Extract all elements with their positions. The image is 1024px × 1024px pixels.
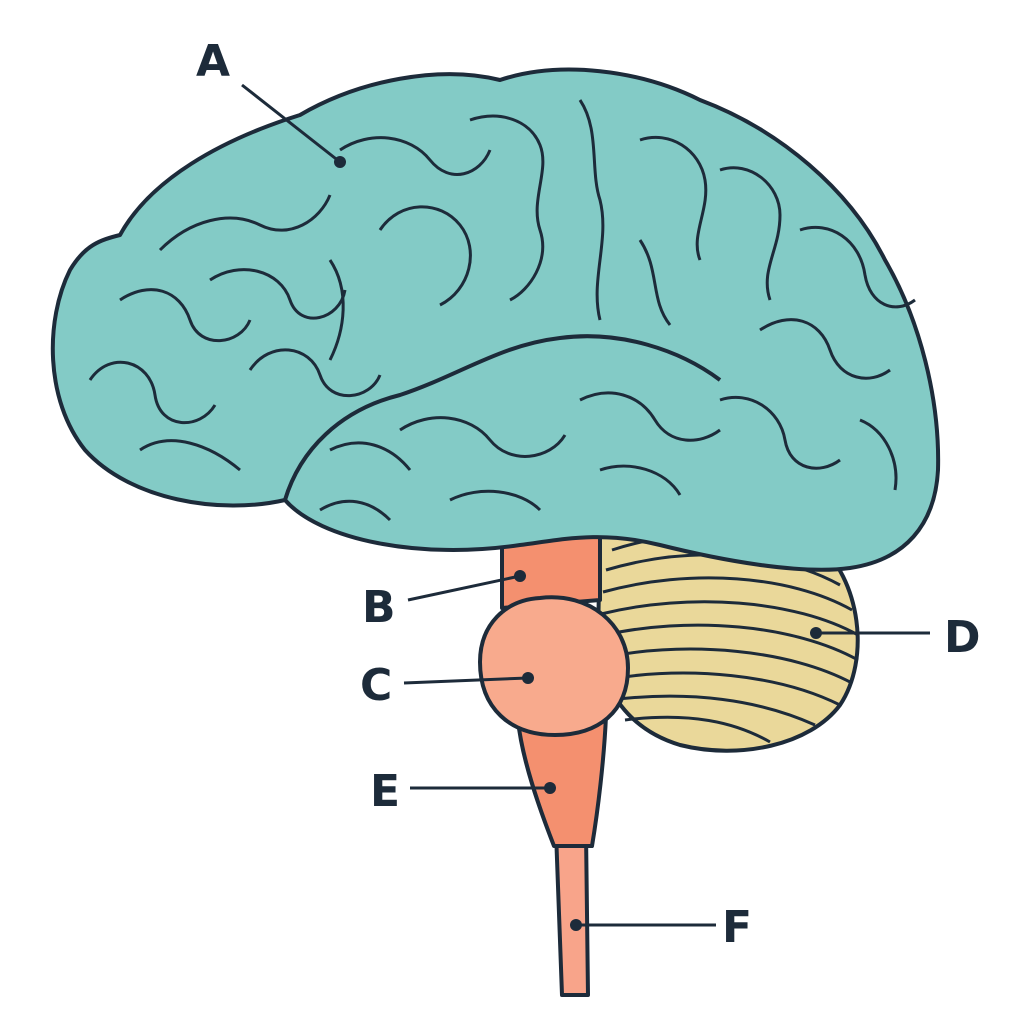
leader-dot-a [334,156,346,168]
label-d: D [944,612,981,663]
medulla-oblongata [516,714,608,848]
leader-dot-e [544,782,556,794]
leader-dot-d [810,627,822,639]
leader-dot-b [514,570,526,582]
label-c: C [360,660,392,711]
cerebrum [50,67,941,572]
leader-line-b [407,574,521,602]
leaders [241,83,930,931]
leader-dot-c [522,672,534,684]
label-e: E [370,766,400,817]
label-f: F [722,902,752,953]
pons [478,595,630,737]
leader-dot-f [570,919,582,931]
label-a: A [196,36,230,87]
label-b: B [362,582,396,633]
cerebrum-group [50,67,941,572]
cerebrum-gyri [88,99,916,522]
leader-line-a [241,83,341,164]
labels: A B C D E F [196,36,981,953]
leader-line-c [403,676,529,685]
lateral-fissure [283,334,722,501]
spinal-cord [554,830,590,997]
